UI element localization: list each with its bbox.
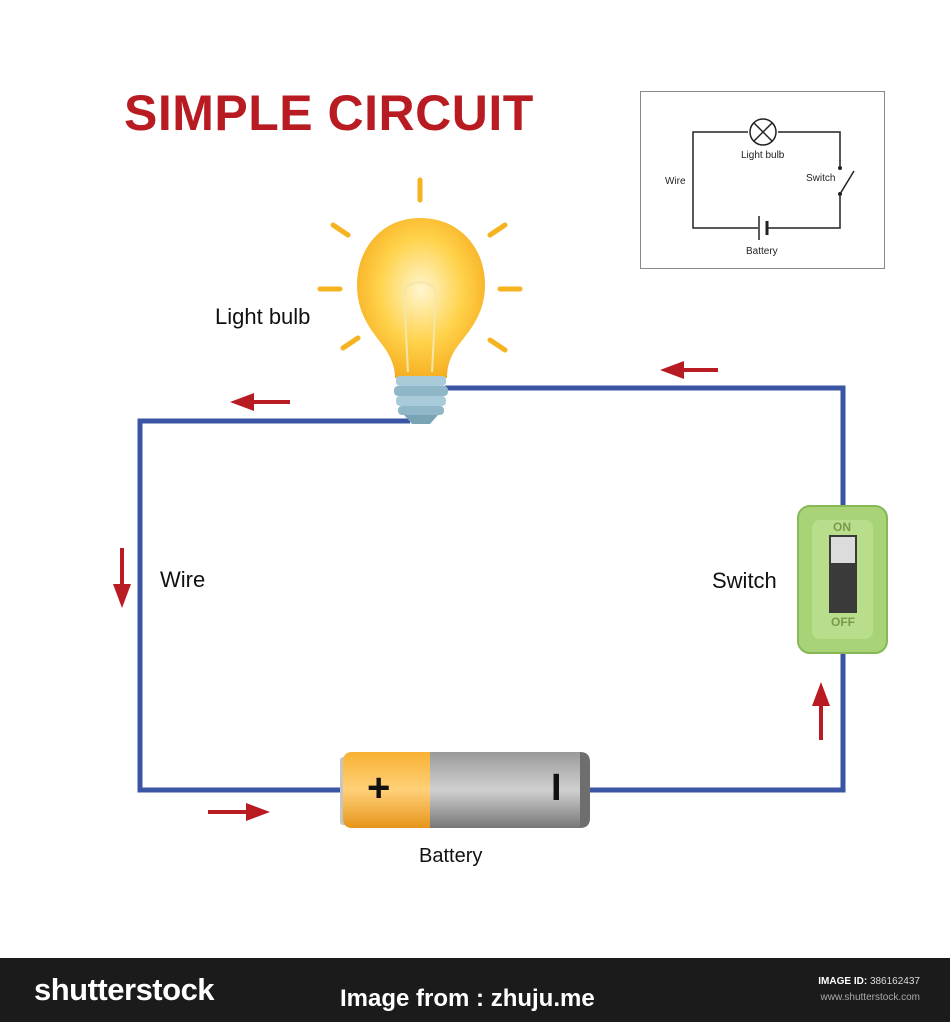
switch-off-label: OFF (831, 615, 855, 629)
battery-device (340, 752, 590, 828)
switch-device (797, 505, 888, 654)
image-id-value: 386162437 (869, 976, 920, 987)
footer-bar (0, 958, 950, 1022)
bulb-base (394, 376, 448, 424)
bulb-rays (317, 177, 523, 353)
schematic-wire-label: Wire (665, 176, 686, 187)
current-arrows (113, 361, 830, 821)
diagram-title: SIMPLE CIRCUIT (124, 85, 534, 141)
battery-negative-sign: I (551, 767, 562, 809)
schematic-switch-symbol (838, 166, 855, 196)
schematic-battery-symbol (758, 216, 769, 240)
image-id: IMAGE ID: 386162437 (818, 976, 920, 987)
arrow-bottom-right (208, 803, 270, 821)
circuit-drawing (113, 177, 888, 828)
arrow-top-left (230, 393, 290, 411)
schematic-lamp-symbol (749, 118, 777, 146)
image-id-label: IMAGE ID: (818, 976, 868, 987)
schematic-drawing (692, 118, 855, 240)
schematic-switch-label: Switch (806, 173, 836, 184)
image-credit: Image from : zhuju.me (340, 985, 595, 1012)
schematic-inset: Light bulb Wire Switch Battery (640, 91, 885, 269)
switch-label: Switch (712, 568, 777, 593)
schematic-battery-label: Battery (746, 246, 778, 257)
wire-right (445, 385, 846, 506)
arrow-top-right (660, 361, 718, 379)
battery-positive-sign: + (367, 766, 391, 810)
battery-label: Battery (419, 845, 483, 867)
bulb-filament (402, 281, 438, 373)
wire-left (137, 418, 410, 793)
bulb-glass (357, 218, 485, 378)
shutterstock-logo: shutterstock (34, 972, 215, 1007)
wire-bottom-right (588, 652, 846, 793)
wire-label: Wire (160, 567, 206, 592)
switch-on-label: ON (833, 520, 851, 534)
arrow-left-down (113, 548, 131, 608)
arrow-right-up (812, 682, 830, 740)
site-url: www.shutterstock.com (820, 992, 920, 1003)
light-bulb-label: Light bulb (215, 304, 311, 329)
schematic-light-bulb-label: Light bulb (741, 150, 785, 161)
